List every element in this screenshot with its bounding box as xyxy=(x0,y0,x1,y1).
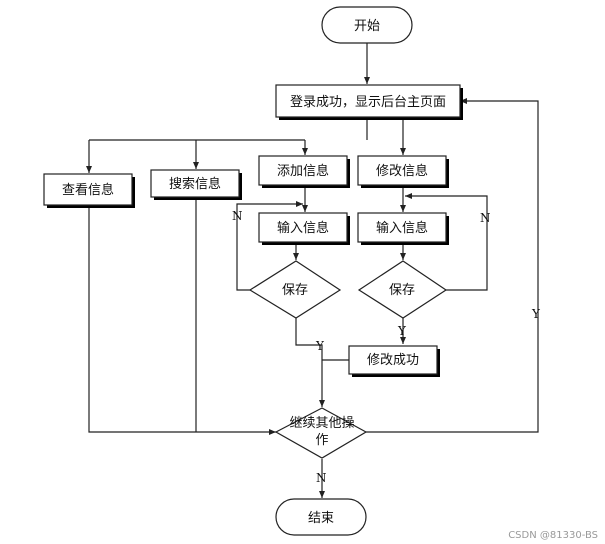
connectors xyxy=(86,43,539,498)
modify-box xyxy=(357,155,447,186)
input-left-box xyxy=(258,212,348,243)
continue-no-label: N xyxy=(316,471,327,485)
save-right-decision xyxy=(357,260,448,319)
save-right-label: 保存 xyxy=(389,283,415,298)
save-left-label: 保存 xyxy=(282,283,308,298)
start-label: 开始 xyxy=(354,19,380,34)
start-terminal xyxy=(321,6,413,44)
save-right-no-label: N xyxy=(480,211,491,225)
save-left-yes-label: Y xyxy=(315,339,325,353)
input-right-label: 输入信息 xyxy=(376,220,428,236)
end-label: 结束 xyxy=(308,511,334,526)
search-box xyxy=(150,169,240,198)
add-label: 添加信息 xyxy=(277,163,329,179)
edge-continue-yes xyxy=(366,98,539,433)
continue-yes-label: Y xyxy=(531,307,541,321)
view-box xyxy=(43,173,133,206)
edge-save-left-yes xyxy=(295,318,325,407)
input-left-label: 输入信息 xyxy=(277,220,329,236)
end-terminal xyxy=(275,498,367,536)
search-label: 搜索信息 xyxy=(169,176,221,192)
modify-label: 修改信息 xyxy=(376,163,428,179)
add-box xyxy=(258,155,348,186)
continue-label-line2: 作 xyxy=(315,433,328,448)
modify-ok-label: 修改成功 xyxy=(367,353,419,368)
edge-save-left-no xyxy=(236,201,303,291)
edge-view-continue xyxy=(88,205,276,435)
modify-ok-box xyxy=(348,345,438,375)
input-right-box xyxy=(357,212,447,243)
save-left-decision xyxy=(248,260,342,319)
view-label: 查看信息 xyxy=(62,182,114,198)
continue-decision xyxy=(274,407,368,459)
edge-save-right-no xyxy=(405,193,488,291)
continue-label-line1: 继续其他操 xyxy=(289,415,354,431)
watermark: CSDN @81330-BS xyxy=(508,530,598,541)
login-label: 登录成功，显示后台主页面 xyxy=(290,95,446,110)
save-left-no-label: N xyxy=(232,209,243,223)
login-box xyxy=(275,84,461,118)
save-right-yes-label: Y xyxy=(397,324,407,338)
